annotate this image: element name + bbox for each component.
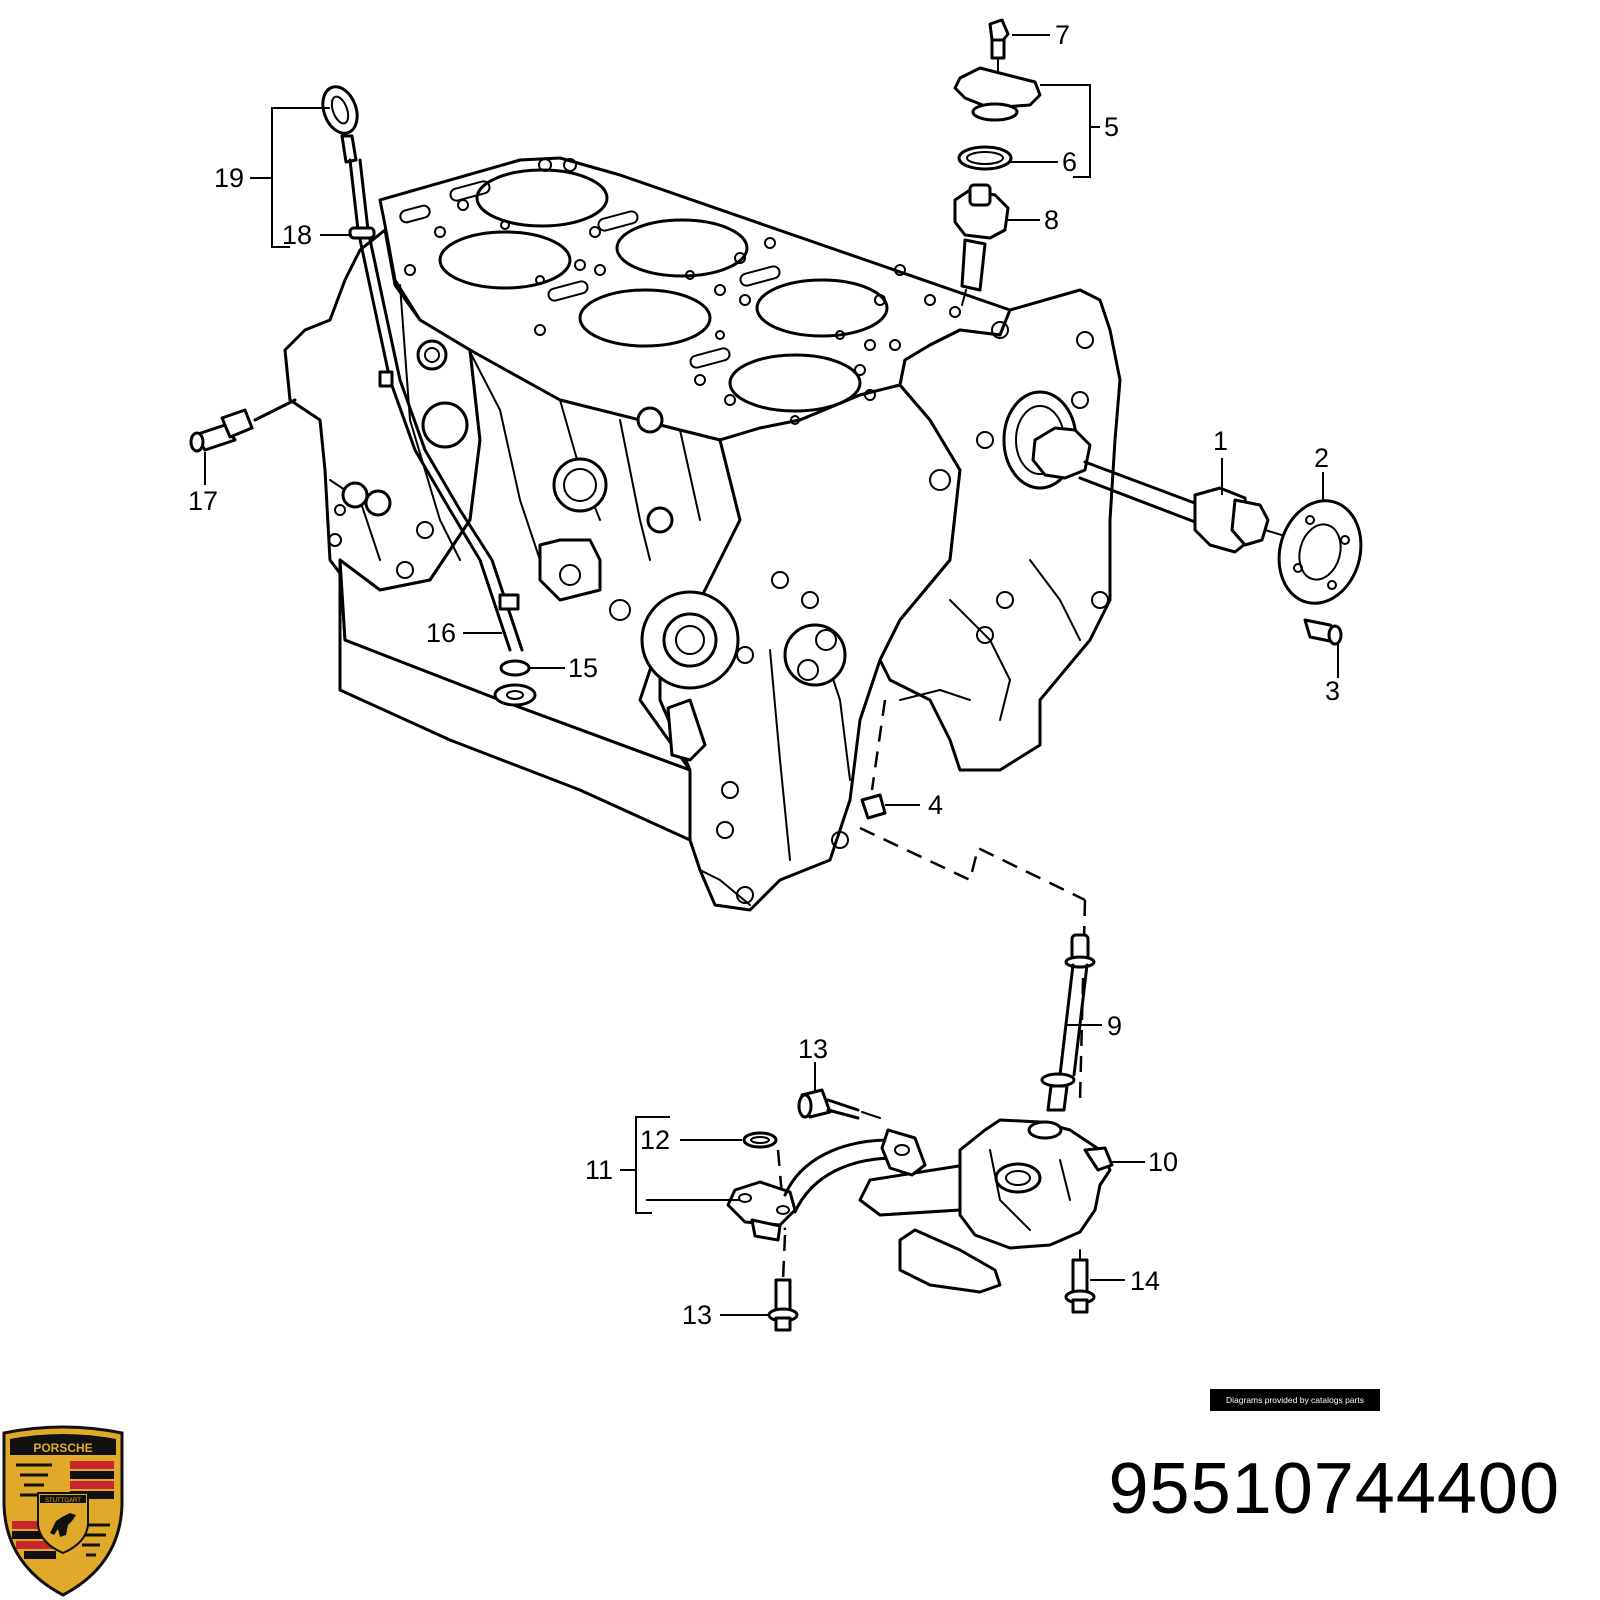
drive-shaft-assembly	[1031, 426, 1363, 646]
callout-6: 6	[1062, 147, 1077, 177]
callout-11: 11	[585, 1155, 613, 1185]
part-number: 95510744400	[1108, 1449, 1560, 1529]
oil-pump	[858, 1118, 1114, 1294]
dowel-sleeve	[860, 793, 887, 820]
oil-dipstick	[321, 85, 524, 652]
breather-fitting	[189, 398, 297, 453]
assembly-guide-lines	[776, 699, 1087, 1281]
callout-10: 10	[1148, 1147, 1178, 1177]
diagram-credit-label: Diagrams provided by catalogs parts	[1210, 1389, 1380, 1411]
pump-bolts	[767, 1088, 1096, 1332]
callout-17: 17	[188, 486, 218, 516]
callout-19: 19	[214, 163, 244, 193]
callout-8: 8	[1044, 205, 1059, 235]
callout-14: 14	[1130, 1266, 1160, 1296]
callout-13-lower: 13	[682, 1300, 712, 1330]
callout-labels: 1 2 3 4 5 6 7 8 9 10 11 12 13 13 14 15 1…	[188, 20, 1340, 1330]
porsche-crest-icon: PORSCHE STUTTGART	[2, 1425, 124, 1597]
oil-pump-shaft	[1040, 933, 1096, 1112]
callout-13-upper: 13	[798, 1034, 828, 1064]
callout-7: 7	[1055, 20, 1070, 50]
callout-5: 5	[1104, 112, 1119, 142]
callout-18: 18	[282, 220, 312, 250]
engine-block	[283, 156, 1122, 912]
dipstick-o-ring	[493, 659, 537, 707]
callout-4: 4	[928, 790, 943, 820]
callout-2: 2	[1314, 443, 1329, 473]
oil-pickup-tube	[726, 1128, 927, 1242]
svg-text:PORSCHE: PORSCHE	[33, 1441, 92, 1455]
callout-12: 12	[640, 1125, 670, 1155]
callout-9: 9	[1107, 1011, 1122, 1041]
callout-3: 3	[1325, 676, 1340, 706]
callout-16: 16	[426, 618, 456, 648]
oil-filler-cap-assembly	[953, 18, 1042, 306]
callout-1: 1	[1213, 426, 1228, 456]
svg-text:STUTTGART: STUTTGART	[45, 1498, 81, 1504]
callout-15: 15	[568, 653, 598, 683]
callout-leaders	[204, 34, 1339, 1316]
